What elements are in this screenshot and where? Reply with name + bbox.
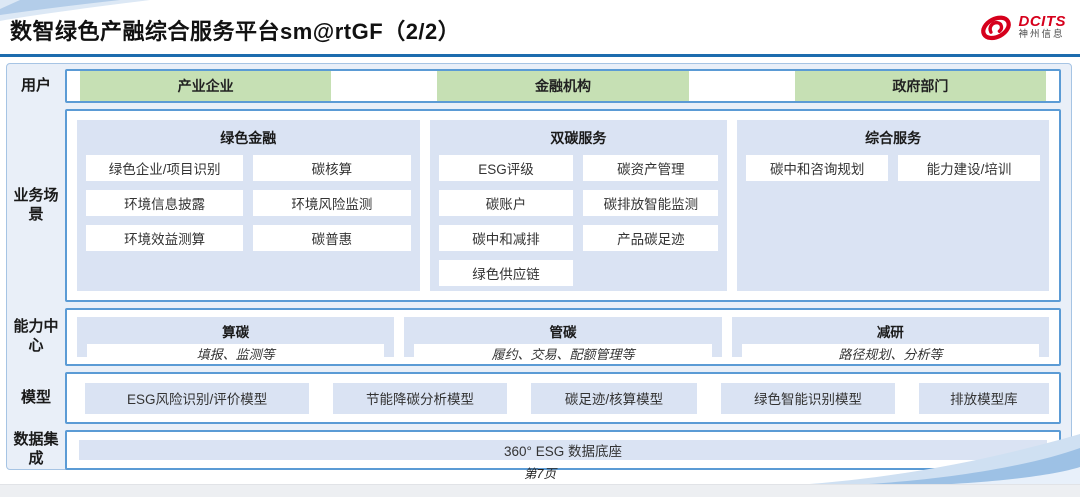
models-row: 模型 ESG风险识别/评价模型 节能降碳分析模型 碳足迹/核算模型 绿色智能识别… — [7, 372, 1061, 424]
dual-carbon-items: ESG评级 碳资产管理 碳账户 碳排放智能监测 碳中和减排 产品碳足迹 绿色供应… — [438, 155, 719, 286]
users-box: 产业企业 金融机构 政府部门 — [65, 69, 1061, 103]
user-type-government: 政府部门 — [794, 71, 1046, 101]
scenario-item: 碳普惠 — [253, 225, 411, 251]
scenario-item: 能力建设/培训 — [898, 155, 1040, 181]
model-item: ESG风险识别/评价模型 — [85, 382, 310, 414]
dcits-logo-icon — [980, 15, 1011, 41]
scenario-item: 碳中和减排 — [438, 225, 574, 251]
slide-header: 数智绿色产融综合服务平台sm@rtGF（2/2） DCITS 神州信息 — [0, 0, 1080, 57]
scenarios-row: 业务场景 绿色金融 绿色企业/项目识别 碳核算 环境信息披露 环境风险监测 环境… — [7, 109, 1061, 302]
capability-desc: 履约、交易、配额管理等 — [414, 344, 712, 363]
capabilities-box: 算碳 填报、监测等 管碳 履约、交易、配额管理等 减研 路径规划、分析等 — [65, 308, 1061, 366]
users-row-label: 用户 — [20, 76, 51, 94]
scenario-item: 产品碳足迹 — [583, 225, 719, 251]
scenario-item: 绿色企业/项目识别 — [86, 155, 244, 181]
scenario-item: 碳中和咨询规划 — [746, 155, 889, 181]
scenario-item: 环境效益测算 — [86, 225, 244, 251]
bottom-strip — [0, 484, 1080, 497]
scenario-item: 环境风险监测 — [253, 190, 411, 216]
scenarios-row-label: 业务场景 — [13, 186, 59, 223]
models-box: ESG风险识别/评价模型 节能降碳分析模型 碳足迹/核算模型 绿色智能识别模型 … — [65, 372, 1061, 424]
logo-brand: DCITS — [1018, 13, 1066, 31]
capability-desc: 填报、监测等 — [87, 344, 385, 363]
capability-title: 算碳 — [222, 325, 250, 340]
green-finance-title: 绿色金融 — [220, 130, 277, 146]
logo-text: DCITS 神州信息 — [1019, 14, 1067, 40]
scenario-item: 碳核算 — [253, 155, 411, 181]
capability-carbon-calc: 算碳 填报、监测等 — [77, 317, 395, 363]
capability-desc: 路径规划、分析等 — [741, 344, 1039, 363]
scenario-item: ESG评级 — [438, 155, 574, 181]
comprehensive-services-items: 碳中和咨询规划 能力建设/培训 — [746, 155, 1040, 181]
green-finance-items: 绿色企业/项目识别 碳核算 环境信息披露 环境风险监测 环境效益测算 碳普惠 — [86, 155, 411, 251]
scenario-item: 环境信息披露 — [86, 190, 244, 216]
capability-title: 减研 — [876, 325, 904, 340]
capability-carbon-manage: 管碳 履约、交易、配额管理等 — [404, 317, 722, 363]
dual-carbon-title: 双碳服务 — [550, 130, 607, 146]
scenarios-box: 绿色金融 绿色企业/项目识别 碳核算 环境信息披露 环境风险监测 环境效益测算 … — [65, 109, 1061, 302]
comprehensive-services-column: 综合服务 碳中和咨询规划 能力建设/培训 — [737, 120, 1049, 291]
models-row-label: 模型 — [20, 388, 51, 406]
capability-title: 管碳 — [549, 325, 577, 340]
page-title: 数智绿色产融综合服务平台sm@rtGF（2/2） — [10, 19, 461, 44]
user-type-industry: 产业企业 — [80, 71, 332, 101]
data-integration-row-label: 数据集成 — [13, 431, 59, 467]
model-item: 绿色智能识别模型 — [721, 382, 895, 414]
architecture-diagram: 用户 产业企业 金融机构 政府部门 业务场景 绿色金融 绿色企业/项目识别 碳核… — [6, 63, 1072, 470]
esg-data-base: 360° ESG 数据底座 — [79, 440, 1047, 460]
dcits-logo: DCITS 神州信息 — [978, 10, 1067, 44]
logo-subtitle: 神州信息 — [1018, 28, 1065, 40]
capabilities-row-label: 能力中心 — [13, 318, 59, 354]
model-item: 节能降碳分析模型 — [333, 382, 507, 414]
user-type-finance: 金融机构 — [437, 71, 689, 101]
comprehensive-services-title: 综合服务 — [865, 130, 922, 146]
page-number: 第7页 — [524, 467, 556, 481]
dual-carbon-column: 双碳服务 ESG评级 碳资产管理 碳账户 碳排放智能监测 碳中和减排 产品碳足迹… — [429, 120, 728, 291]
model-item: 排放模型库 — [918, 382, 1049, 414]
scenario-item: 绿色供应链 — [438, 260, 574, 286]
capabilities-row: 能力中心 算碳 填报、监测等 管碳 履约、交易、配额管理等 减研 路径规划、分析… — [7, 308, 1061, 366]
capability-carbon-reduce: 减研 路径规划、分析等 — [731, 317, 1049, 363]
scenario-item: 碳资产管理 — [583, 155, 719, 181]
users-row: 用户 产业企业 金融机构 政府部门 — [7, 69, 1061, 103]
model-item: 碳足迹/核算模型 — [530, 382, 698, 414]
scenario-item: 碳账户 — [438, 190, 574, 216]
scenario-item: 碳排放智能监测 — [583, 190, 719, 216]
green-finance-column: 绿色金融 绿色企业/项目识别 碳核算 环境信息披露 环境风险监测 环境效益测算 … — [77, 120, 420, 291]
